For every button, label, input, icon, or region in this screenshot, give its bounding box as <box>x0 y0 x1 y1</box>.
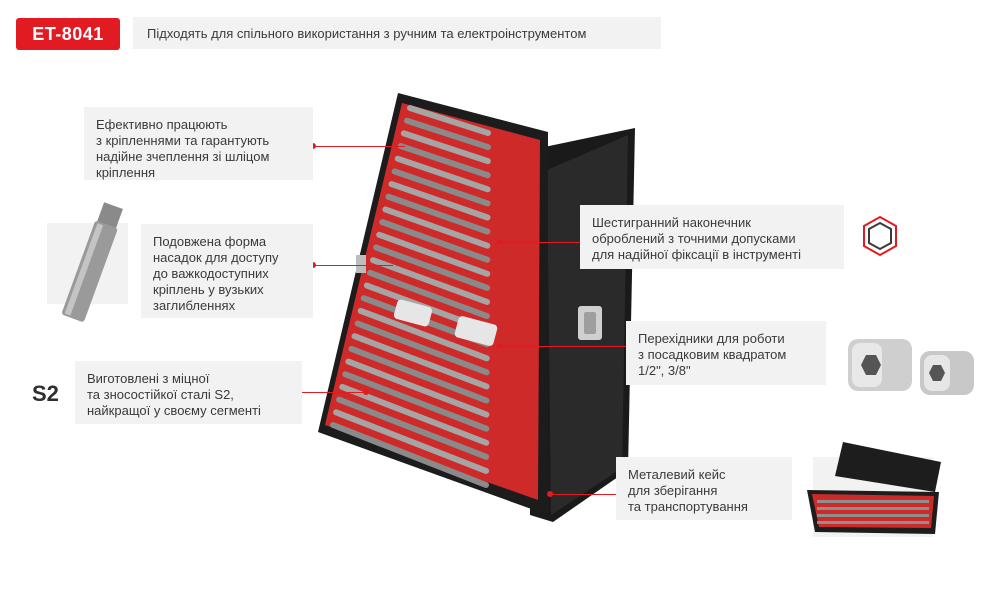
callout-case: Металевий кейс для зберігання та транспо… <box>616 457 792 520</box>
connector-adapters <box>500 346 626 347</box>
bit-row <box>370 257 491 305</box>
connector-case <box>550 494 616 495</box>
hexagon-icon <box>863 215 897 257</box>
bit-row <box>373 244 491 291</box>
subtitle: Підходять для спільного використання з р… <box>133 17 661 49</box>
bit-row <box>388 181 491 221</box>
case-photo <box>807 442 941 534</box>
connector-hex <box>500 242 580 243</box>
steel-label: S2 <box>32 381 59 406</box>
bit-row <box>366 269 490 320</box>
callout-grip: Ефективно працюють з кріпленнями та гара… <box>84 107 313 180</box>
model-badge: ET-8041 <box>16 18 120 50</box>
bit-row <box>403 117 491 151</box>
bit-row <box>357 307 490 362</box>
bit-row <box>407 105 491 136</box>
callout-steel: Виготовлені з міцної та зносостійкої ста… <box>75 361 302 424</box>
bit-row <box>376 231 491 277</box>
connector-shape <box>313 265 393 266</box>
dot-steel <box>363 389 369 395</box>
callout-shape: Подовжена форма насадок для доступу до в… <box>141 224 313 318</box>
bit-row <box>348 345 490 404</box>
bit-row <box>345 358 490 418</box>
connector-steel <box>302 392 366 393</box>
bit-row <box>330 422 489 488</box>
callout-adapters: Перехідники для роботи з посадковим квад… <box>626 321 826 385</box>
bit-photo <box>62 202 123 322</box>
dot-adapters <box>497 343 503 349</box>
bit-row <box>385 193 491 235</box>
bit-row <box>400 130 491 165</box>
bit-row <box>354 320 490 376</box>
bit-row <box>382 206 491 249</box>
bit-row <box>336 396 490 460</box>
bit-row <box>333 409 490 474</box>
adapter-photo <box>848 339 974 395</box>
dot-case <box>547 491 553 497</box>
bit-row <box>391 168 491 207</box>
bit-row <box>342 371 490 432</box>
bit-row <box>339 383 490 446</box>
dot-shape <box>310 262 316 268</box>
dot-hex <box>497 239 503 245</box>
dot-grip <box>310 143 316 149</box>
bit-row <box>394 155 491 193</box>
callout-hex: Шестигранний наконечник оброблений з точ… <box>580 205 844 269</box>
bit-row <box>379 219 491 263</box>
connector-grip <box>313 146 405 147</box>
bit-row <box>351 333 490 390</box>
bit-row <box>397 143 491 179</box>
